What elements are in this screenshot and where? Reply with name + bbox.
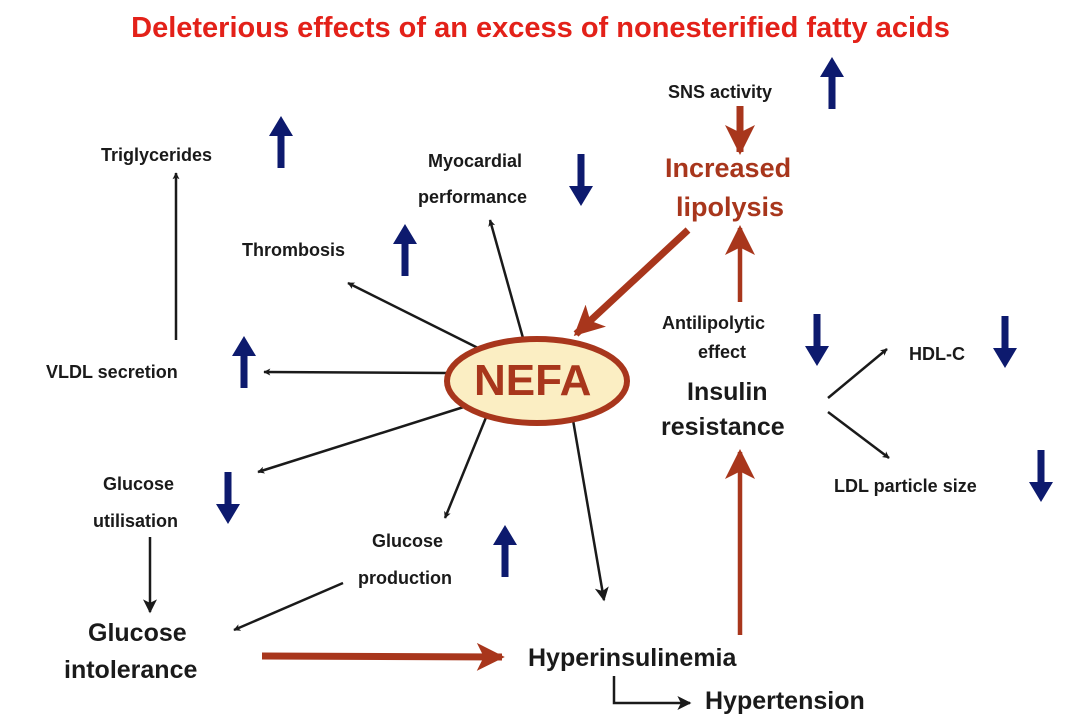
ldl-particle-size-label: LDL particle size: [834, 476, 977, 496]
glucose-intolerance-line-1: Glucose: [88, 619, 187, 647]
myocardial-performance-line-2: performance: [418, 187, 528, 207]
antilipolytic-effect-line-1: Antilipolytic: [662, 313, 765, 333]
hdl-c-indicator-arrow: [993, 316, 1017, 368]
antilipolytic-effect-indicator-arrow: [805, 314, 829, 366]
glucose-production-to-intolerance-arrow: [233, 581, 344, 632]
increased-lipolysis-line-2: lipolysis: [676, 192, 785, 222]
insulin-resistance-line-1: Insulin: [687, 378, 768, 406]
vldl-secretion-label: VLDL secretion: [46, 362, 178, 382]
sns-activity-label: SNS activity: [668, 82, 773, 102]
page-title: Deleterious effects of an excess of none…: [131, 12, 950, 44]
vldl-secretion-indicator-arrow: [232, 336, 256, 388]
myocardial-performance-indicator-arrow: [569, 154, 593, 206]
insulin-resistance-to-ldl-arrow: [827, 411, 890, 459]
up-arrow-icon: [493, 525, 517, 577]
down-arrow-icon: [993, 316, 1017, 368]
hyperinsulinemia-label: Hyperinsulinemia: [528, 644, 737, 672]
myocardial-performance-line-1: Myocardial: [428, 151, 523, 171]
down-arrow-icon: [805, 314, 829, 366]
hdl-c-label: HDL-C: [909, 344, 965, 364]
hypertension-label: Hypertension: [705, 687, 865, 715]
glucose-intolerance-to-hyperinsulinemia-arrow: [261, 642, 505, 671]
triglycerides-label: Triglycerides: [101, 145, 213, 165]
nefa-to-hyperinsulinemia-arrow: [571, 419, 609, 602]
up-arrow-icon: [393, 224, 417, 276]
down-arrow-icon: [569, 154, 593, 206]
nefa-label: NEFA: [474, 356, 592, 405]
glucose-production-line-1: Glucose: [372, 531, 444, 551]
nefa-ellipse: [444, 336, 630, 426]
nefa-to-glucose-utilisation-arrow: [257, 403, 471, 474]
insulin-resistance-to-hdl-arrow: [827, 348, 888, 399]
up-arrow-icon: [232, 336, 256, 388]
glucose-intolerance-line-2: intolerance: [64, 656, 198, 684]
hyperinsulinemia-to-hypertension-arrow: [612, 676, 692, 710]
glucose-utilisation-line-1: Glucose: [103, 474, 175, 494]
glucose-production-line-2: production: [358, 568, 452, 588]
lipolysis-to-nefa-arrow: [573, 227, 691, 337]
nefa-to-myocardial-arrow: [488, 219, 525, 339]
nefa-to-thrombosis-arrow: [347, 281, 479, 350]
up-arrow-icon: [269, 116, 293, 168]
down-arrow-icon: [1029, 450, 1053, 502]
thrombosis-label: Thrombosis: [242, 240, 346, 260]
nefa-to-glucose-production-arrow: [443, 414, 489, 519]
up-arrow-icon: [820, 57, 844, 109]
nefa-to-vldl-arrow: [263, 368, 447, 376]
triglycerides-indicator-arrow: [269, 116, 293, 168]
down-arrow-icon: [216, 472, 240, 524]
glucose-utilisation-line-2: utilisation: [93, 511, 178, 531]
glucose-utilisation-indicator-arrow: [216, 472, 240, 524]
insulin-resistance-line-2: resistance: [661, 413, 785, 441]
increased-lipolysis-line-1: Increased: [665, 153, 792, 183]
glucose-production-indicator-arrow: [493, 525, 517, 577]
ldl-particle-size-indicator-arrow: [1029, 450, 1053, 502]
antilipolytic-effect-line-2: effect: [698, 342, 747, 362]
thrombosis-indicator-arrow: [393, 224, 417, 276]
sns-activity-indicator-arrow: [820, 57, 844, 109]
